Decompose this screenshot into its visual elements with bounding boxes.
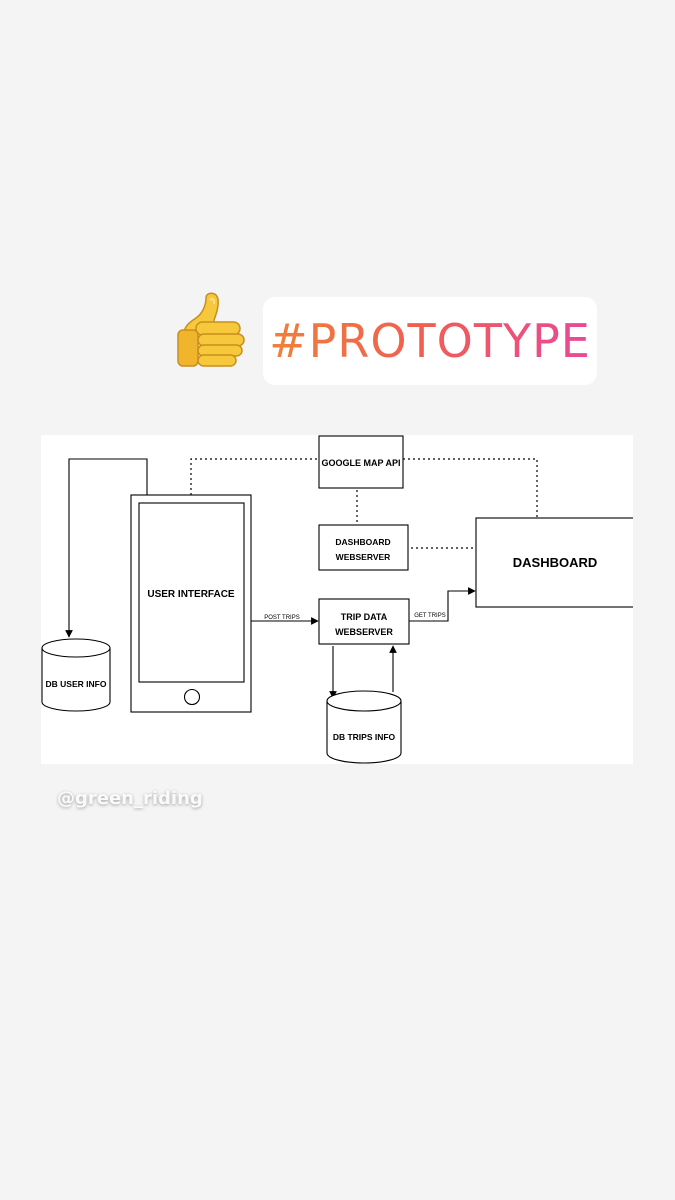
- dotted-connections: [190, 458, 538, 549]
- db-trips-info-node: DB TRIPS INFO: [326, 690, 402, 764]
- dashboard-label: DASHBOARD: [513, 555, 598, 570]
- google-map-api-node: GOOGLE MAP API: [318, 435, 404, 489]
- trip-data-webserver-node: TRIP DATA WEBSERVER: [318, 598, 410, 645]
- dashboard-node: DASHBOARD: [475, 517, 633, 608]
- ui-to-db-user-edge: [65, 458, 148, 638]
- username-handle[interactable]: @green_riding: [57, 788, 203, 809]
- post-trips-label: POST TRIPS: [264, 615, 299, 621]
- db-trips-info-label: DB TRIPS INFO: [333, 732, 396, 742]
- architecture-diagram: GOOGLE MAP API DASHBOARD WEBSERVER DASHB…: [41, 435, 633, 764]
- home-button-icon: [183, 688, 201, 706]
- trip-data-webserver-label-1: TRIP DATA: [341, 612, 388, 622]
- hashtag-sticker[interactable]: #PROTOTYPE: [263, 297, 597, 385]
- user-interface-node: USER INTERFACE: [130, 494, 252, 713]
- user-interface-label: USER INTERFACE: [147, 589, 235, 600]
- dashboard-webserver-label-2: WEBSERVER: [336, 552, 391, 562]
- thumbs-up-icon: [177, 292, 245, 367]
- db-user-info-label: DB USER INFO: [46, 679, 107, 689]
- dashboard-webserver-node: DASHBOARD WEBSERVER: [318, 524, 409, 571]
- trip-data-webserver-label-2: WEBSERVER: [335, 627, 393, 637]
- google-map-api-label: GOOGLE MAP API: [321, 458, 400, 468]
- dashboard-webserver-label-1: DASHBOARD: [335, 537, 390, 547]
- db-user-info-node: DB USER INFO: [41, 638, 111, 712]
- get-trips-label: GET TRIPS: [414, 613, 445, 619]
- get-trips-edge: [408, 587, 476, 622]
- hashtag-label: #PROTOTYPE: [263, 297, 597, 385]
